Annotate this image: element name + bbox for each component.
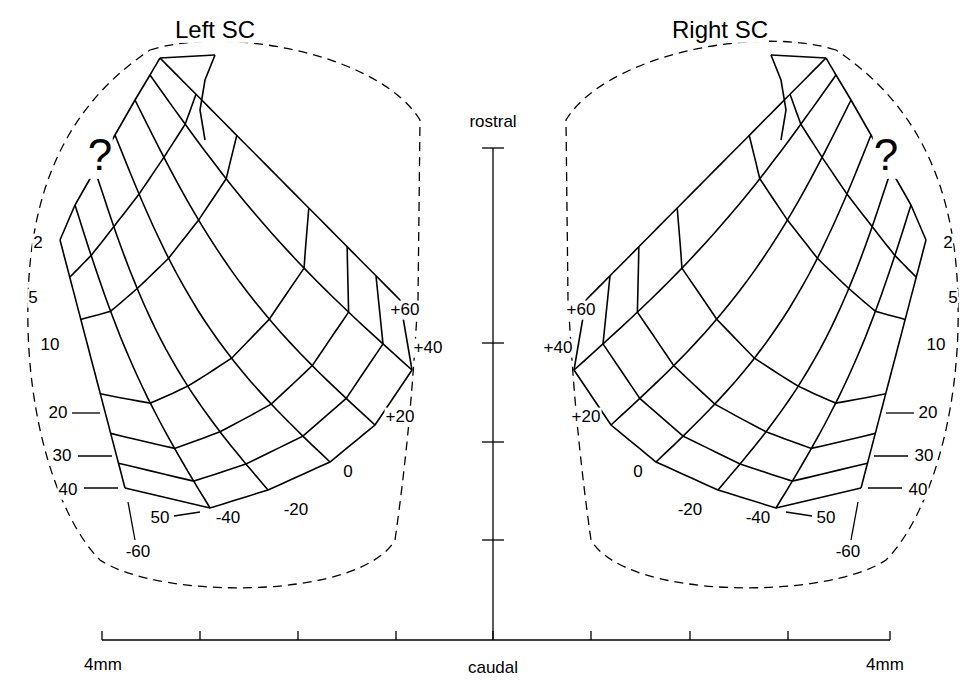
scale-tick: [395, 631, 396, 640]
leader-line: [868, 487, 902, 488]
axis: [102, 148, 890, 640]
axis-label: caudal: [467, 659, 519, 678]
leader-line: [886, 412, 914, 413]
map-value: -60: [835, 543, 862, 562]
leader-line: [72, 412, 100, 413]
grid-line: [586, 58, 826, 300]
scale-tick: [492, 631, 493, 640]
map-value: 0: [632, 463, 643, 482]
map-value: 10: [40, 336, 61, 355]
grid-line: [160, 55, 215, 58]
grid-line: [60, 58, 160, 240]
leader-line: [128, 502, 135, 540]
map-value: -20: [283, 501, 310, 520]
grid-line: [677, 208, 886, 403]
grid-line: [771, 55, 786, 140]
scale-tick: [889, 631, 890, 640]
rostro-caudal-axis: [492, 148, 493, 640]
map-value: -60: [125, 543, 152, 562]
map-value: -40: [215, 509, 242, 528]
scale-label: 4mm: [865, 656, 905, 675]
grid-line: [160, 58, 400, 300]
scale-tick: [297, 631, 298, 640]
leader-line: [84, 487, 118, 488]
map-title: Left SC: [174, 17, 256, 43]
map-value: 0: [342, 463, 353, 482]
grid-line: [611, 100, 851, 425]
label-leaders: [72, 413, 914, 540]
map-value: 40: [58, 481, 79, 500]
grid-line: [200, 55, 215, 140]
axis-tick: [482, 539, 504, 540]
map-value: 40: [908, 481, 929, 500]
scale-tick: [101, 631, 102, 640]
map-value: 5: [27, 289, 38, 308]
grid-line: [115, 135, 330, 462]
axis-tick: [482, 147, 504, 148]
question-mark: ?: [87, 131, 113, 179]
map-value: -40: [745, 509, 772, 528]
grid-line: [718, 170, 891, 490]
right-sc-outline: [566, 41, 958, 588]
left-sc-outline: [28, 41, 420, 588]
question-mark: ?: [873, 131, 899, 179]
scale-ticks: [102, 631, 890, 640]
map-value: +40: [413, 339, 444, 358]
map-value: +60: [566, 301, 597, 320]
scale-tick: [199, 631, 200, 640]
map-value: 10: [926, 336, 947, 355]
leader-line: [78, 455, 112, 456]
leader-line: [174, 512, 200, 516]
map-value: +20: [385, 408, 416, 427]
map-value: 50: [816, 509, 837, 528]
scale-tick: [590, 631, 591, 640]
grid-line: [150, 75, 412, 370]
grid-line: [656, 135, 871, 462]
leader-line: [874, 455, 908, 456]
map-title: Right SC: [671, 17, 769, 43]
map-value: +40: [543, 339, 574, 358]
map-value: 50: [150, 509, 171, 528]
map-value: +20: [571, 408, 602, 427]
scale-tick: [787, 631, 788, 640]
grid-line: [95, 170, 268, 490]
map-value: 30: [52, 447, 73, 466]
axis-tick: [482, 342, 504, 343]
leader-line: [851, 502, 858, 540]
map-value: 5: [947, 289, 958, 308]
scale-label: 4mm: [83, 656, 123, 675]
map-value: +60: [390, 301, 421, 320]
grid-line: [826, 58, 926, 240]
grid-line: [100, 208, 308, 403]
grid-line: [574, 75, 836, 370]
scale-tick: [689, 631, 690, 640]
grid-line: [776, 205, 911, 508]
axis-tick: [482, 441, 504, 442]
grid-line: [771, 55, 826, 58]
scale-bar: [102, 639, 890, 640]
map-value: 2: [32, 234, 43, 253]
map-value: 2: [942, 234, 953, 253]
grid-line: [75, 205, 210, 508]
map-value: 20: [918, 404, 939, 423]
axis-label: rostral: [468, 113, 517, 132]
grid-line: [135, 100, 375, 425]
map-value: 20: [48, 404, 69, 423]
map-value: -20: [677, 501, 704, 520]
retinotopic-grid: [60, 55, 926, 508]
map-value: 30: [914, 447, 935, 466]
leader-line: [786, 512, 812, 516]
